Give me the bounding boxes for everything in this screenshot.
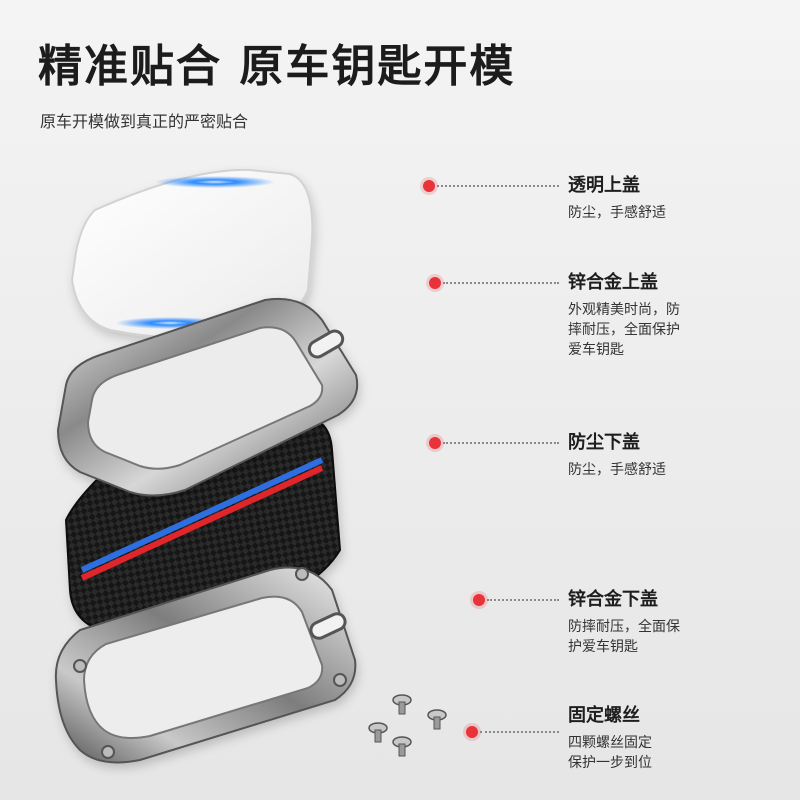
part-desc-line: 护爱车钥匙 [568,639,638,655]
key-case-exploded-illustration [54,168,447,764]
callout-dot [473,594,485,606]
part-label-zinc-upper: 锌合金上盖 外观精美时尚，防 摔耐压，全面保护 爱车钥匙 [568,272,680,360]
part-desc-line: 防尘，手感舒适 [568,462,666,478]
part-desc-line: 爱车钥匙 [568,342,624,358]
part-label-screws: 固定螺丝 四颗螺丝固定 保护一步到位 [568,705,652,773]
callout-dot [423,180,435,192]
page-title: 精准贴合 原车钥匙开模 [38,41,516,92]
part-desc-line: 摔耐压，全面保护 [568,322,680,338]
callout-leader-line [443,442,559,444]
part-desc-line: 保护一步到位 [568,755,652,771]
part-name: 固定螺丝 [568,705,640,726]
part-name: 锌合金上盖 [568,272,658,293]
callout-pointer-screws [466,726,559,738]
part-name: 透明上盖 [568,175,640,196]
fixing-screws [368,694,447,757]
part-label-dust-cover: 防尘下盖 防尘，手感舒适 [568,432,666,480]
part-name: 防尘下盖 [568,432,640,453]
callout-pointer-zinc-upper [429,277,559,289]
part-desc-line: 防摔耐压，全面保 [568,619,680,635]
zinc-alloy-upper-frame [56,297,359,497]
callout-pointer-zinc-lower [473,594,559,606]
callout-pointer-top-cover [423,180,559,192]
part-label-top-cover: 透明上盖 防尘，手感舒适 [568,175,666,223]
part-desc-line: 防尘，手感舒适 [568,205,666,221]
callout-leader-line [443,282,559,284]
page-subtitle: 原车开模做到真正的严密贴合 [40,112,249,131]
callout-pointer-dust-cover [429,437,559,449]
callout-leader-line [487,599,559,601]
callout-dot [429,277,441,289]
part-desc-line: 外观精美时尚，防 [568,302,680,318]
zinc-alloy-lower-frame [54,566,357,764]
part-label-zinc-lower: 锌合金下盖 防摔耐压，全面保 护爱车钥匙 [568,589,680,657]
callout-leader-line [437,185,559,187]
callout-dot [429,437,441,449]
part-desc-line: 四颗螺丝固定 [568,735,652,751]
callout-leader-line [480,731,559,733]
part-name: 锌合金下盖 [568,589,658,610]
callout-dot [466,726,478,738]
